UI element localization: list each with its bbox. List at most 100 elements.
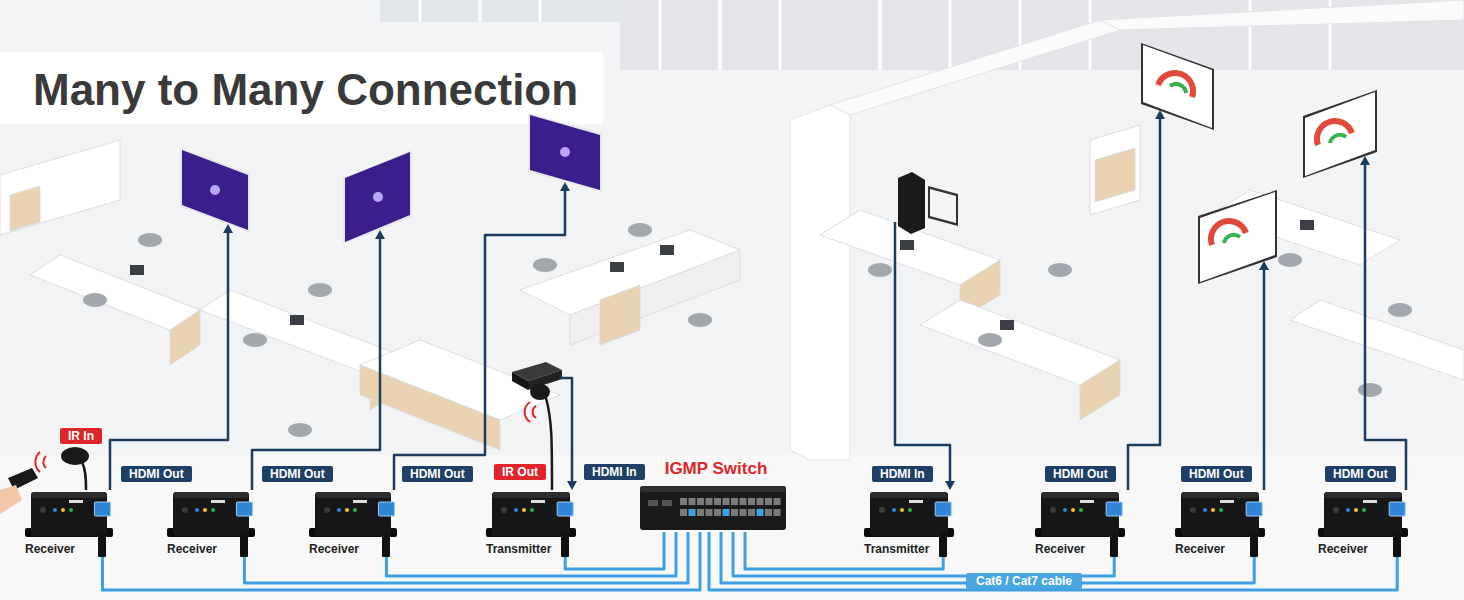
video-displays-part bbox=[343, 150, 412, 244]
switch-body-part-part bbox=[640, 486, 786, 530]
switch-body-part-part bbox=[757, 509, 764, 516]
device-body-part-part bbox=[31, 492, 107, 498]
device-body-part-part bbox=[514, 508, 518, 512]
office-floor-part-part bbox=[879, 0, 882, 70]
device-body-part-part bbox=[69, 500, 83, 503]
office-furniture-part bbox=[30, 255, 200, 330]
device-body-part-part bbox=[40, 507, 46, 513]
office-chairs-part bbox=[688, 313, 712, 327]
device-body-part-part bbox=[1324, 492, 1402, 498]
device-label: Receiver bbox=[309, 540, 418, 557]
device-body-part-part bbox=[1071, 508, 1075, 512]
device-body-part-part bbox=[531, 500, 545, 503]
office-furniture-part bbox=[570, 250, 740, 345]
office-furniture bbox=[0, 125, 1464, 450]
office-floor-part-part bbox=[1249, 0, 1252, 70]
cable-plug bbox=[240, 532, 248, 557]
device-body-part-part bbox=[1220, 500, 1234, 503]
office-chairs-part bbox=[868, 263, 892, 277]
extender-unit: Transmitter bbox=[486, 488, 597, 557]
device-label: Receiver bbox=[25, 540, 134, 557]
video-displays-part bbox=[210, 185, 220, 195]
network-cable bbox=[244, 532, 688, 583]
office-furniture-part bbox=[1090, 125, 1140, 215]
device-body-part-part bbox=[173, 492, 249, 498]
device-body-part-part bbox=[908, 508, 912, 512]
hdmi-wires bbox=[110, 118, 1406, 490]
device-body-part-part bbox=[195, 508, 199, 512]
hdmi-tag: HDMI Out bbox=[1181, 466, 1252, 482]
device-label: Receiver bbox=[167, 540, 276, 557]
switch-body-part-part bbox=[689, 509, 696, 516]
device-body-part-part bbox=[378, 502, 394, 516]
switch-body-part-part bbox=[765, 509, 772, 516]
extender-unit: Transmitter bbox=[864, 488, 975, 557]
hdmi-tag: HDMI Out bbox=[262, 466, 333, 482]
extender-unit: Receiver bbox=[1318, 488, 1429, 557]
device-body-part-part bbox=[501, 507, 507, 513]
switch-body-part-part bbox=[697, 498, 704, 505]
ir-parts-part bbox=[43, 456, 46, 468]
switch-body-part-part bbox=[757, 498, 764, 505]
office-floor-part bbox=[380, 0, 620, 22]
dashboard-displays-part bbox=[1224, 235, 1240, 243]
device-body-part-part bbox=[1063, 508, 1067, 512]
hdmi-tag: HDMI In bbox=[584, 464, 645, 480]
device-body-part-part bbox=[522, 508, 526, 512]
device-body-part-part bbox=[1106, 502, 1122, 516]
hdmi-wires-part bbox=[1263, 269, 1266, 490]
switch-body-part-part bbox=[697, 509, 704, 516]
network-cable bbox=[386, 532, 676, 576]
switch-body-part-part bbox=[740, 509, 747, 516]
ir-tag: IR Out bbox=[494, 464, 546, 480]
network-cable bbox=[102, 532, 700, 590]
device-body-part-part bbox=[1050, 507, 1056, 513]
office-furniture-part bbox=[0, 140, 120, 235]
video-displays-part bbox=[560, 147, 570, 157]
office-furniture-part bbox=[1095, 148, 1135, 202]
device-body-part-part bbox=[1181, 492, 1259, 498]
office-furniture-part bbox=[10, 186, 40, 231]
office-floor-part bbox=[1100, 0, 1464, 30]
switch-body-part bbox=[640, 480, 786, 532]
office-floor-part-part bbox=[539, 0, 542, 22]
office-furniture-part bbox=[170, 310, 200, 365]
switch-body-part-part bbox=[731, 509, 738, 516]
video-displays-part bbox=[345, 152, 410, 242]
office-chairs-part bbox=[83, 293, 107, 307]
device-label: Receiver bbox=[1318, 540, 1429, 557]
dashboard-displays bbox=[1141, 43, 1377, 284]
dashboard-displays-part bbox=[1305, 92, 1375, 176]
ir-tag: IR In bbox=[60, 428, 102, 444]
office-floor-part-part bbox=[419, 0, 422, 22]
device-body-part-part bbox=[1363, 500, 1377, 503]
desk-monitors-part bbox=[660, 245, 674, 255]
device-body-part-part bbox=[203, 508, 207, 512]
device-body-part-part bbox=[211, 500, 225, 503]
switch-body-part-part bbox=[648, 500, 658, 506]
switch-body-part-part bbox=[774, 498, 781, 505]
device-body bbox=[1175, 488, 1286, 540]
hdmi-arrowheads-part bbox=[1259, 261, 1269, 270]
hdmi-tag: HDMI Out bbox=[121, 466, 192, 482]
desk-monitors-part bbox=[610, 262, 624, 272]
device-body-part-part bbox=[1080, 500, 1094, 503]
device-body-part-part bbox=[1362, 508, 1366, 512]
office-chairs-part bbox=[243, 333, 267, 347]
device-body-part-part bbox=[353, 500, 367, 503]
source-devices-part bbox=[928, 186, 958, 226]
device-body bbox=[309, 488, 418, 540]
office-chairs-part bbox=[308, 283, 332, 297]
switch-body-part-part bbox=[765, 498, 772, 505]
ir-parts-part bbox=[533, 406, 536, 418]
device-body-part-part bbox=[53, 508, 57, 512]
ir-parts-part bbox=[35, 452, 40, 472]
device-body-part-part bbox=[870, 492, 948, 498]
office-floor-part-part bbox=[719, 0, 722, 70]
cable-plug bbox=[939, 532, 947, 557]
source-devices-part bbox=[512, 372, 528, 390]
ir-parts-part bbox=[546, 398, 552, 490]
hdmi-arrowheads-part bbox=[1155, 110, 1165, 119]
office-furniture-part bbox=[920, 300, 1120, 385]
dashboard-displays-part bbox=[1170, 84, 1186, 93]
